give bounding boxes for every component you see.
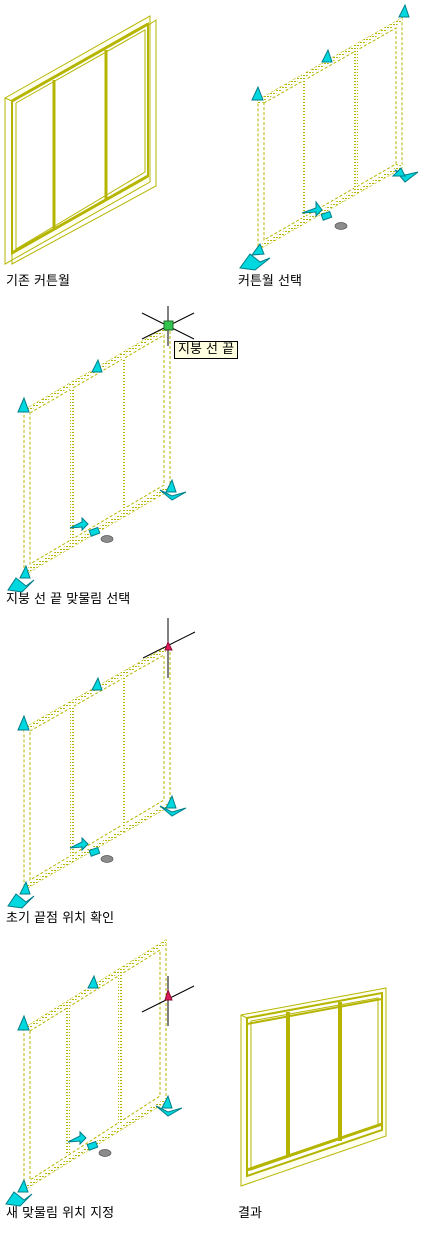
grip-tooltip: 지붕 선 끝 [174,341,239,359]
specify-new-grip [5,939,195,1207]
existing-curtain-wall [4,15,157,265]
step-caption-existing: 기존 커튼월 [6,274,70,289]
step-caption-select-grip: 지붕 선 끝 맞물림 선택 [6,592,131,607]
selected-curtain-wall [239,3,419,271]
green-grip-icon [163,320,174,331]
step-caption-verify-endpoint: 초기 끝점 위치 확인 [6,911,115,926]
result-curtain-wall [240,987,387,1187]
step-caption-new-location: 새 맞물림 위치 지정 [6,1206,115,1221]
step-caption-select-wall: 커튼월 선택 [238,274,302,289]
step-caption-result: 결과 [238,1206,262,1221]
hot-grip-icon [164,640,173,651]
verify-endpoint [7,618,196,909]
grip-arrow-icon [398,3,410,18]
select-roof-line-grip [7,306,195,593]
